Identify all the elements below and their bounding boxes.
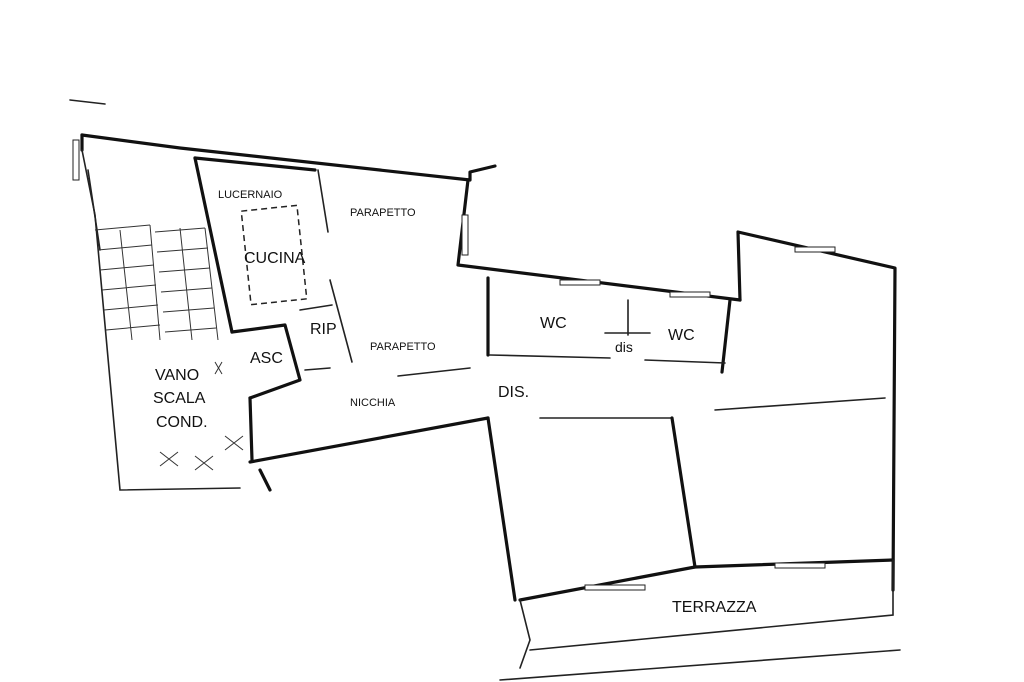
label-vano: VANO — [155, 367, 199, 384]
label-dis-main: DIS. — [498, 384, 529, 401]
window-bottom-mid — [584, 584, 646, 591]
label-dis-small: dis — [615, 339, 633, 355]
label-scala: SCALA — [153, 390, 206, 407]
skylight-outline — [240, 204, 308, 306]
window-top-left — [72, 139, 80, 181]
window-bottom-right — [774, 562, 826, 569]
staircase — [94, 224, 219, 341]
label-asc: ASC — [250, 350, 283, 367]
window-kitchen-right — [461, 214, 469, 256]
label-lucernaio: LUCERNAIO — [218, 189, 283, 201]
column-markers — [159, 361, 244, 471]
label-rip: RIP — [310, 321, 337, 338]
label-terrazza: TERRAZZA — [672, 599, 757, 616]
window-right-wing — [794, 246, 836, 253]
label-parapetto-mid: PARAPETTO — [370, 341, 436, 353]
window-wc-right — [669, 291, 711, 298]
label-cucina: CUCINA — [244, 250, 306, 267]
label-wc-right: WC — [668, 327, 695, 344]
window-wc-left — [559, 279, 601, 286]
label-nicchia: NICCHIA — [350, 397, 396, 409]
windows — [72, 139, 836, 591]
exterior-walls — [69, 99, 901, 681]
label-wc-left: WC — [540, 315, 567, 332]
label-parapetto-top: PARAPETTO — [350, 207, 416, 219]
interior-walls — [193, 156, 886, 569]
label-cond: COND. — [156, 414, 208, 431]
